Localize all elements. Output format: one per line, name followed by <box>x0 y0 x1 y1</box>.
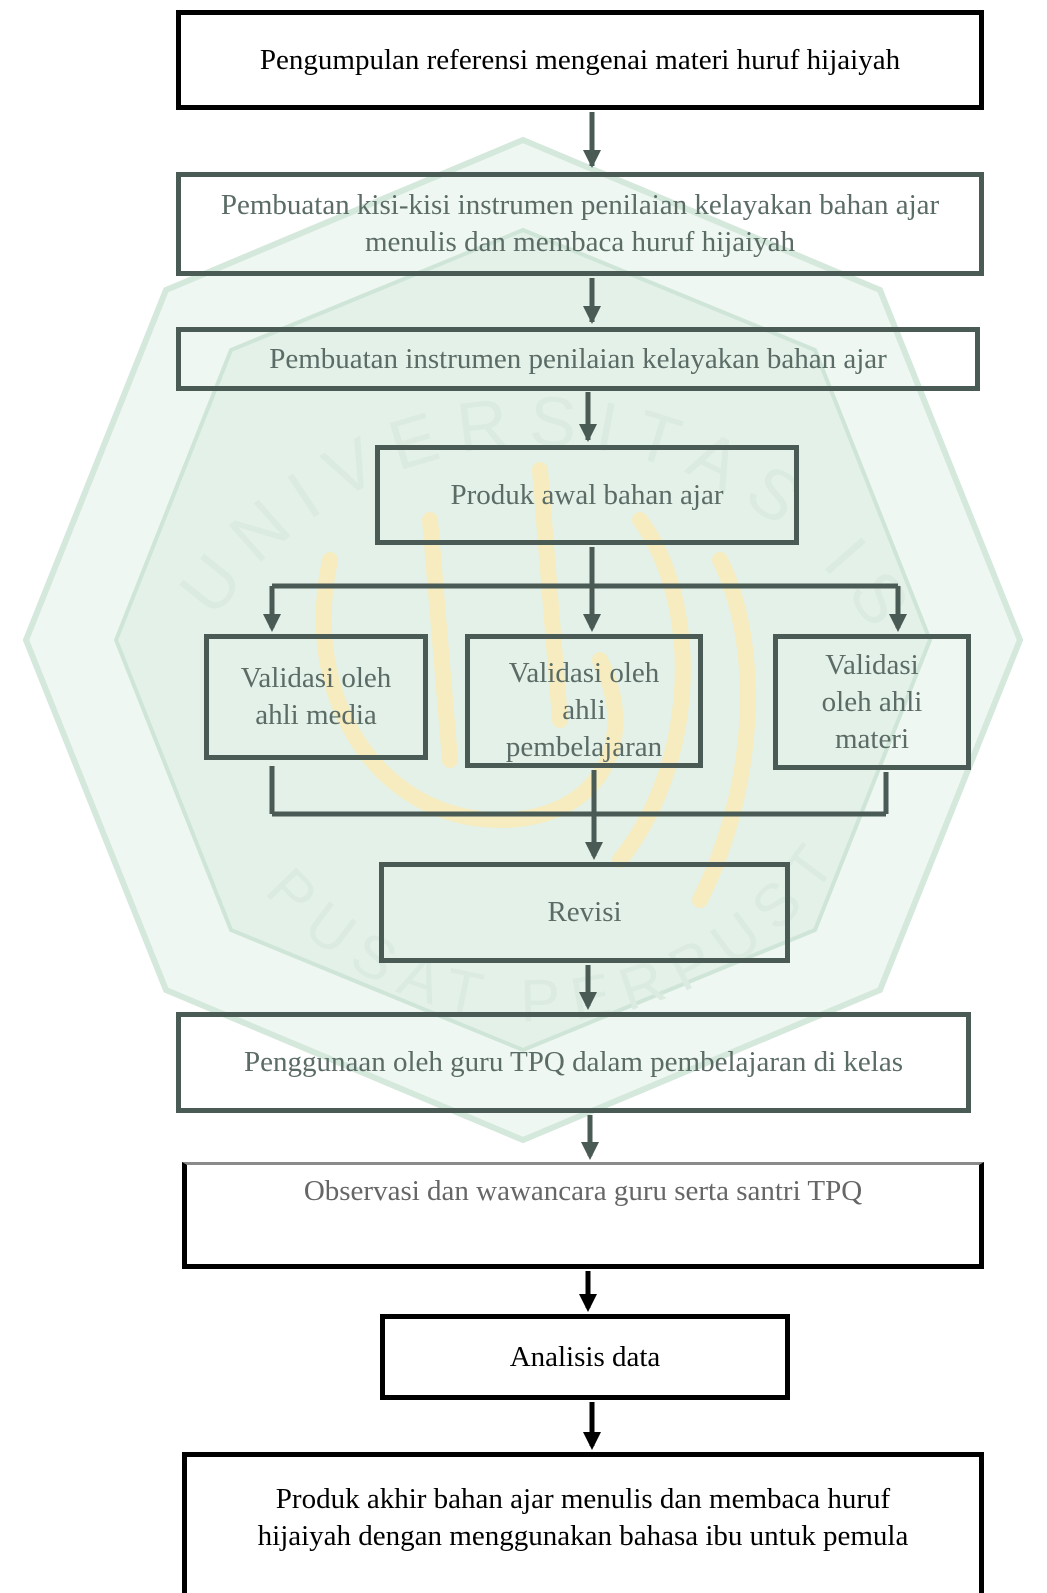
step-final-product-label: Produk akhir bahan ajar menulis dan memb… <box>257 1483 909 1552</box>
step-data-analysis-label: Analisis data <box>509 1340 661 1373</box>
step-data-analysis: Analisis data <box>380 1314 790 1400</box>
step-initial-product-label: Produk awal bahan ajar <box>450 478 724 511</box>
step-initial-product: Produk awal bahan ajar <box>375 445 799 545</box>
step-collect-references-label: Pengumpulan referensi mengenai materi hu… <box>259 43 901 76</box>
validation-media-expert: Validasi oleh ahli media <box>204 634 428 760</box>
step-teacher-usage-label: Penggunaan oleh guru TPQ dalam pembelaja… <box>243 1046 904 1078</box>
step-observation-interview-label: Observasi dan wawancara guru serta santr… <box>303 1175 863 1207</box>
step-revision: Revisi <box>379 862 790 963</box>
step-collect-references: Pengumpulan referensi mengenai materi hu… <box>176 10 984 110</box>
step-teacher-usage: Penggunaan oleh guru TPQ dalam pembelaja… <box>176 1012 971 1113</box>
step-create-grid-label: Pembuatan kisi-kisi instrumen penilaian … <box>220 189 940 258</box>
step-revision-label: Revisi <box>547 896 622 928</box>
step-observation-interview: Observasi dan wawancara guru serta santr… <box>182 1162 984 1269</box>
step-final-product: Produk akhir bahan ajar menulis dan memb… <box>182 1452 984 1593</box>
step-create-instrument: Pembuatan instrumen penilaian kelayakan … <box>176 327 980 391</box>
step-create-instrument-label: Pembuatan instrumen penilaian kelayakan … <box>269 342 887 375</box>
step-create-grid: Pembuatan kisi-kisi instrumen penilaian … <box>176 172 984 276</box>
validation-learning-expert: Validasi oleh ahli pembelajaran <box>465 634 703 768</box>
validation-media-expert-label: Validasi oleh ahli media <box>240 662 392 731</box>
validation-material-expert: Validasi oleh ahli materi <box>773 634 971 770</box>
validation-learning-expert-label: Validasi oleh ahli pembelajaran <box>505 657 663 763</box>
validation-material-expert-label: Validasi oleh ahli materi <box>821 648 923 755</box>
